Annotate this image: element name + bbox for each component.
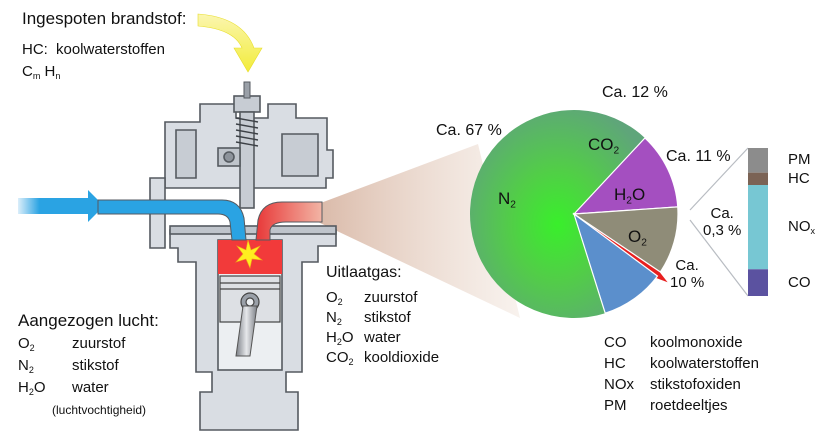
legend-abbr: HC: [604, 355, 626, 372]
exhaust-list-name: water: [364, 329, 401, 346]
pie-slice-label: N2: [498, 189, 516, 211]
intake-air-flow: [18, 190, 104, 222]
exhaust-list-name: stikstof: [364, 309, 411, 326]
pie-slice-percentage: Ca. 12 %: [602, 84, 668, 101]
bar-segment: [748, 269, 768, 296]
pie-slice-percentage: Ca. 11 %: [666, 148, 731, 165]
exhaust-list-formula: CO2: [326, 349, 354, 368]
legend-name: stikstofoxiden: [650, 376, 741, 393]
injector-spring: [235, 117, 259, 147]
fuel-hc-name: koolwaterstoffen: [56, 41, 165, 58]
ignition-spark-icon: [235, 239, 264, 269]
intake-list-formula: N2: [18, 357, 34, 376]
exhaust-list-formula: O2: [326, 289, 343, 308]
intake-port-flow: [97, 199, 247, 241]
fuel-formula: Cm Hn: [22, 63, 61, 82]
pie-slice-label: CO2: [588, 135, 620, 157]
emission-detail-bar: [748, 148, 768, 296]
intake-note: (luchtvochtigheid): [52, 403, 147, 417]
magnification-cone: [318, 144, 520, 318]
bar-segment-label: PM: [788, 151, 811, 169]
legend-abbr: NOx: [604, 376, 634, 393]
intake-list-formula: O2: [18, 335, 35, 354]
pie-slice-percentage: Ca. 0,3 %: [703, 205, 742, 239]
exhaust-list-name: zuurstof: [364, 289, 418, 306]
exhaust-list-name: kooldioxide: [364, 349, 440, 366]
bar-segment-label: CO: [788, 273, 811, 291]
connecting-rod: [235, 305, 258, 357]
fuel-injection-arrow: [197, 13, 263, 73]
exhaust-composition-pie: [470, 109, 679, 318]
exhaust-title: Uitlaatgas:: [326, 264, 402, 281]
exhaust-list-formula: H2O: [326, 329, 354, 348]
legend-abbr: CO: [604, 334, 627, 351]
legend-name: roetdeeltjes: [650, 397, 728, 414]
pie-slice-percentage: Ca. 10 %: [670, 257, 705, 291]
intake-list-formula: H2O: [18, 379, 46, 398]
pie-slice-label: O2: [628, 227, 647, 249]
zoom-connector-lines: [689, 147, 749, 297]
fuel-hc-abbr: HC:: [22, 41, 48, 58]
intake-title: Aangezogen lucht:: [18, 311, 159, 330]
legend-name: koolwaterstoffen: [650, 355, 759, 372]
fuel-label: Ingespoten brandstof:: [22, 9, 187, 28]
pie-slice-percentage: Ca. 67 %: [436, 122, 502, 139]
intake-list-name: zuurstof: [72, 335, 126, 352]
bar-segment-label: HC: [788, 169, 810, 187]
pie-slice: [470, 109, 645, 318]
intake-list-name: water: [72, 379, 109, 396]
pie-slice: [572, 212, 659, 314]
pie-slice: [572, 137, 679, 215]
bar-segment-label: NOx: [788, 218, 815, 237]
exhaust-port-flow: [255, 201, 323, 241]
bar-segment: [748, 185, 768, 270]
injector-nozzle: [243, 81, 251, 99]
bar-segment: [748, 148, 768, 173]
exhaust-list-formula: N2: [326, 309, 342, 328]
legend-name: koolmonoxide: [650, 334, 743, 351]
intake-list-name: stikstof: [72, 357, 119, 374]
pie-slice-label: H2O: [614, 185, 646, 207]
bar-segment: [748, 172, 768, 185]
legend-abbr: PM: [604, 397, 627, 414]
